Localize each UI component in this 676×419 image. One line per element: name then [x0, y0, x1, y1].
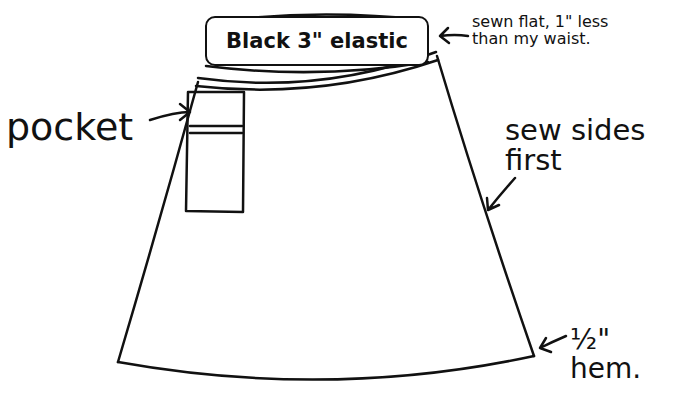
- band-label: Black 3" elastic: [218, 29, 416, 53]
- skirt-hem: [118, 356, 534, 380]
- leader-arrow: [440, 28, 468, 43]
- skirt-side: [437, 56, 534, 356]
- leader-arrow: [540, 336, 566, 352]
- instruction-text: sew sides first: [505, 115, 670, 176]
- pocket-opening: [190, 126, 242, 133]
- leader-arrow: [150, 104, 190, 120]
- pocket-shape: [186, 92, 244, 212]
- note-text: sewn flat, 1" less than my waist.: [472, 14, 622, 48]
- leader-arrow: [487, 178, 515, 210]
- elastic-band: Black 3" elastic: [205, 16, 429, 66]
- hem-label: ½" hem.: [570, 325, 670, 384]
- pocket-label: pocket: [6, 108, 156, 148]
